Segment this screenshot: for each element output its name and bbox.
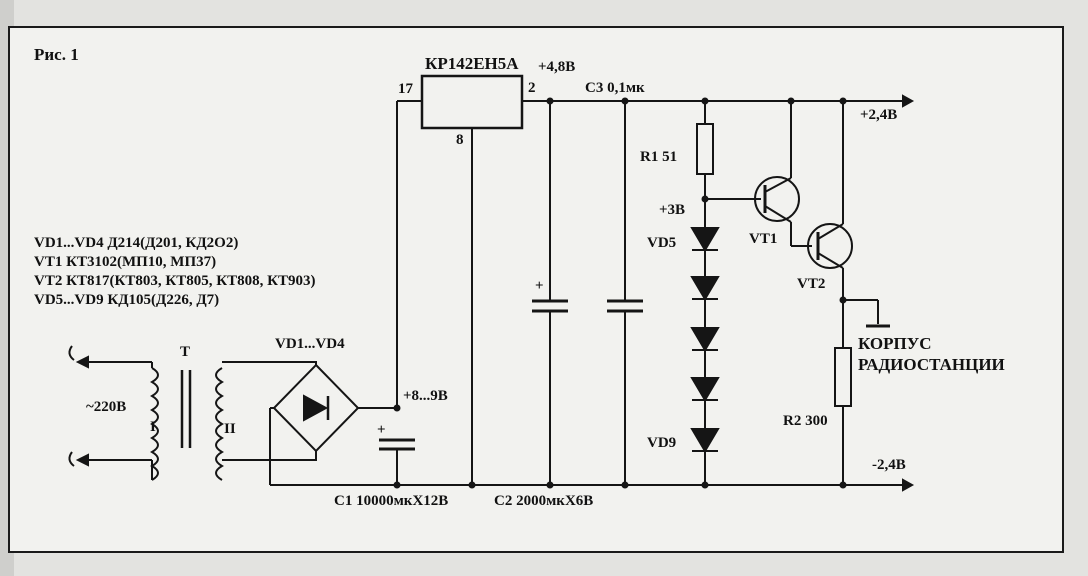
figure-label: Рис. 1 xyxy=(34,45,79,64)
v48-label: +4,8В xyxy=(538,59,576,75)
legend-line: VD1...VD4 Д214(Д201, КД2О2) xyxy=(34,235,239,251)
vt1-collector xyxy=(764,177,792,193)
vt1-label: VT1 xyxy=(749,231,778,247)
v89-label: +8...9В xyxy=(403,388,448,404)
bridge-diode xyxy=(303,394,329,422)
c3-label: С3 0,1мк xyxy=(585,80,645,96)
winding2-label: II xyxy=(224,421,236,437)
figure-frame xyxy=(8,26,1064,553)
component-legend: VD1...VD4 Д214(Д201, КД2О2) VT1 КТ3102(М… xyxy=(34,234,315,310)
c1-label: С1 10000мкХ12В xyxy=(334,493,449,509)
korpus-label: КОРПУС xyxy=(858,334,932,353)
arrow-minus xyxy=(902,478,915,492)
c2-label: С2 2000мкХ6В xyxy=(494,493,594,509)
r2-label: R2 300 xyxy=(783,413,828,429)
r1-body xyxy=(696,123,714,175)
transformer-label: T xyxy=(180,344,191,360)
bridge-label: VD1...VD4 xyxy=(275,336,345,352)
pin17-label: 17 xyxy=(398,81,413,97)
r2-body xyxy=(834,347,852,407)
bridge-ac2 xyxy=(222,451,317,461)
pin2-label: 2 xyxy=(528,80,536,96)
mains-label: ~220В xyxy=(86,399,127,415)
junction-dots xyxy=(393,97,847,489)
mains-arrow-bot xyxy=(75,453,89,467)
r1-label: R1 51 xyxy=(640,149,678,165)
regulator-chip xyxy=(420,74,524,130)
winding-secondary xyxy=(215,367,224,481)
v24minus-label: -2,4В xyxy=(872,457,906,473)
arrow-plus xyxy=(902,94,915,108)
vt1-emitter xyxy=(764,205,792,223)
diode-chain xyxy=(690,227,720,453)
pin8-label: 8 xyxy=(456,132,464,148)
c1-plus: + xyxy=(377,422,386,438)
winding1-label: I xyxy=(150,419,156,435)
vt2-body xyxy=(807,223,853,269)
vd5-label: VD5 xyxy=(647,235,677,251)
vt2-emitter xyxy=(817,252,844,269)
legend-line: VD5...VD9 КД105(Д226, Д7) xyxy=(34,292,220,308)
v24plus-label: +2,4В xyxy=(860,107,898,123)
legend-line: VT1 КТ3102(МП10, МП37) xyxy=(34,254,217,270)
vt1-body xyxy=(754,176,800,222)
v3-label: +3В xyxy=(659,202,686,218)
mains-arrow-top xyxy=(75,355,89,369)
radiostation-label: РАДИОСТАНЦИИ xyxy=(858,355,1005,374)
plug-hook-bot xyxy=(68,451,75,467)
winding-primary xyxy=(150,367,159,481)
bridge-ac1 xyxy=(222,361,317,365)
vt2-label: VT2 xyxy=(797,276,826,292)
c2-plus: + xyxy=(535,278,544,294)
vt2-collector xyxy=(817,223,844,240)
legend-line: VT2 КТ817(КТ803, КТ805, КТ808, КТ903) xyxy=(34,273,316,289)
plug-hook-top xyxy=(68,345,75,361)
regulator-label: КР142ЕН5А xyxy=(425,54,519,73)
vd9-label: VD9 xyxy=(647,435,677,451)
